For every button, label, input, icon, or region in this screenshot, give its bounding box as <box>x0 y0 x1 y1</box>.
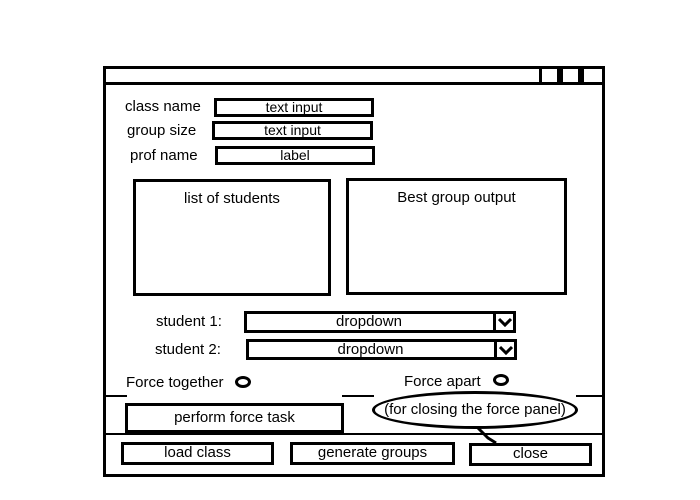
force-apart-radio[interactable] <box>493 374 509 386</box>
chevron-down-icon[interactable] <box>494 342 514 357</box>
force-panel-divider-bottom <box>103 433 605 435</box>
student-2-value: dropdown <box>337 341 404 358</box>
student-1-value: dropdown <box>336 313 402 330</box>
class-name-label: class name <box>125 98 201 115</box>
maximize-icon[interactable] <box>560 66 581 85</box>
students-list-panel[interactable]: list of students <box>133 179 331 296</box>
perform-force-task-button[interactable]: perform force task <box>125 403 344 433</box>
best-group-output-heading: Best group output <box>397 189 516 206</box>
force-panel-divider-left <box>103 395 127 397</box>
load-class-button[interactable]: load class <box>121 442 274 465</box>
student-2-label: student 2: <box>155 341 221 358</box>
students-list-heading: list of students <box>184 190 280 207</box>
speech-bubble-tail-icon <box>474 424 497 445</box>
minimize-icon[interactable] <box>539 66 560 85</box>
force-panel-annotation: (for closing the force panel) <box>372 391 578 429</box>
student-1-dropdown[interactable]: dropdown <box>244 311 516 333</box>
close-window-icon[interactable] <box>581 66 605 85</box>
prof-name-display: label <box>215 146 375 165</box>
force-panel-divider-right <box>576 395 605 397</box>
force-apart-label: Force apart <box>404 373 481 390</box>
best-group-output-panel: Best group output <box>346 178 567 295</box>
chevron-down-icon[interactable] <box>493 314 513 330</box>
prof-name-label: prof name <box>130 147 198 164</box>
student-1-label: student 1: <box>156 313 222 330</box>
force-panel-divider-middle <box>342 395 374 397</box>
close-button[interactable]: close <box>469 443 592 466</box>
force-together-label: Force together <box>126 374 224 391</box>
group-size-input[interactable]: text input <box>212 121 373 140</box>
generate-groups-button[interactable]: generate groups <box>290 442 455 465</box>
class-name-input[interactable]: text input <box>214 98 374 117</box>
group-size-label: group size <box>127 122 197 139</box>
force-together-radio[interactable] <box>235 376 251 388</box>
student-2-dropdown[interactable]: dropdown <box>246 339 517 360</box>
title-bar <box>103 82 605 85</box>
